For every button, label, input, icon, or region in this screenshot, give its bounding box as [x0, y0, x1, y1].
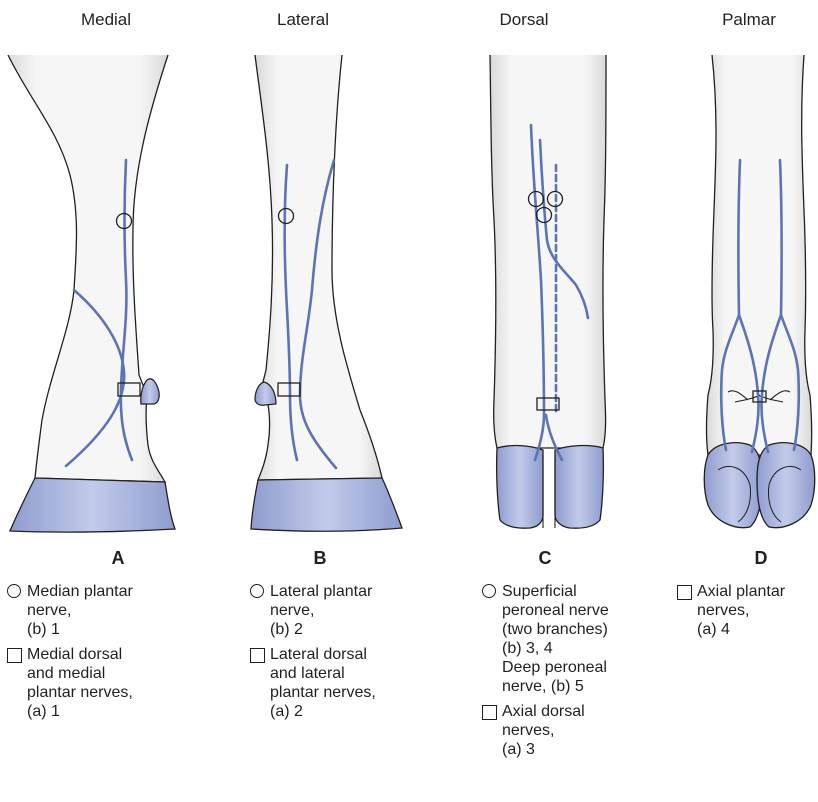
- legend-a-square: Medial dorsal and medial plantar nerves,…: [5, 645, 133, 721]
- legend-line: (b) 3, 4: [502, 639, 609, 658]
- legend-line: (a) 2: [270, 702, 376, 721]
- circle-symbol-icon: [7, 584, 21, 598]
- legend-line: and lateral: [270, 664, 376, 683]
- legend-line: (two branches): [502, 620, 609, 639]
- legend-line: (a) 1: [27, 702, 133, 721]
- legend-line: nerve,: [270, 601, 376, 620]
- panel-letter-d: D: [741, 548, 781, 569]
- legend-line: nerves,: [697, 601, 785, 620]
- square-symbol-icon: [482, 705, 497, 720]
- diagram-dorsal: [490, 55, 606, 528]
- panel-letter-a: A: [98, 548, 138, 569]
- legend-line: nerve,: [27, 601, 133, 620]
- legend-line: nerves,: [502, 721, 609, 740]
- square-symbol-icon: [677, 585, 692, 600]
- legend-line: (b) 1: [27, 620, 133, 639]
- legend-d-square: Axial plantar nerves, (a) 4: [675, 582, 785, 639]
- claw-palmar-left: [704, 443, 762, 528]
- hoof-lateral: [251, 478, 402, 531]
- legend-c-circle: Superficial peroneal nerve (two branches…: [480, 582, 609, 696]
- legend-line: (a) 4: [697, 620, 785, 639]
- claw-palmar-right: [757, 443, 815, 528]
- legend-line: plantar nerves,: [270, 683, 376, 702]
- circle-symbol-icon: [482, 584, 496, 598]
- legend-line: Axial dorsal: [502, 702, 609, 721]
- legend-line: Lateral plantar: [270, 582, 376, 601]
- panel-letter-c: C: [525, 548, 565, 569]
- legend-c: Superficial peroneal nerve (two branches…: [480, 582, 609, 765]
- legend-line: Lateral dorsal: [270, 645, 376, 664]
- legend-line: and medial: [27, 664, 133, 683]
- interdigital-cleft-dorsal: [543, 455, 555, 528]
- legend-c-square: Axial dorsal nerves, (a) 3: [480, 702, 609, 759]
- square-symbol-icon: [7, 648, 22, 663]
- legend-line: Median plantar: [27, 582, 133, 601]
- legend-line: plantar nerves,: [27, 683, 133, 702]
- legend-line: (b) 2: [270, 620, 376, 639]
- legend-d: Axial plantar nerves, (a) 4: [675, 582, 785, 645]
- legend-line: (a) 3: [502, 740, 609, 759]
- hoof-medial: [10, 478, 175, 532]
- legend-b-square: Lateral dorsal and lateral plantar nerve…: [248, 645, 376, 721]
- limb-lateral: [255, 55, 382, 480]
- dewclaw-medial: [141, 379, 160, 404]
- diagram-lateral: [251, 55, 402, 531]
- legend-b-circle: Lateral plantar nerve, (b) 2: [248, 582, 376, 639]
- legend-a-circle: Median plantar nerve, (b) 1: [5, 582, 133, 639]
- limb-dorsal: [490, 55, 606, 448]
- legend-line: Medial dorsal: [27, 645, 133, 664]
- circle-symbol-icon: [250, 584, 264, 598]
- diagram-medial: [8, 55, 175, 532]
- panel-letter-b: B: [300, 548, 340, 569]
- legend-line: nerve, (b) 5: [502, 677, 609, 696]
- legend-line: peroneal nerve: [502, 601, 609, 620]
- legend-line: Superficial: [502, 582, 609, 601]
- legend-a: Median plantar nerve, (b) 1 Medial dorsa…: [5, 582, 133, 727]
- diagram-palmar: [704, 55, 815, 528]
- legend-b: Lateral plantar nerve, (b) 2 Lateral dor…: [248, 582, 376, 727]
- limb-medial: [8, 55, 168, 482]
- legend-line: Deep peroneal: [502, 658, 609, 677]
- square-symbol-icon: [250, 648, 265, 663]
- legend-line: Axial plantar: [697, 582, 785, 601]
